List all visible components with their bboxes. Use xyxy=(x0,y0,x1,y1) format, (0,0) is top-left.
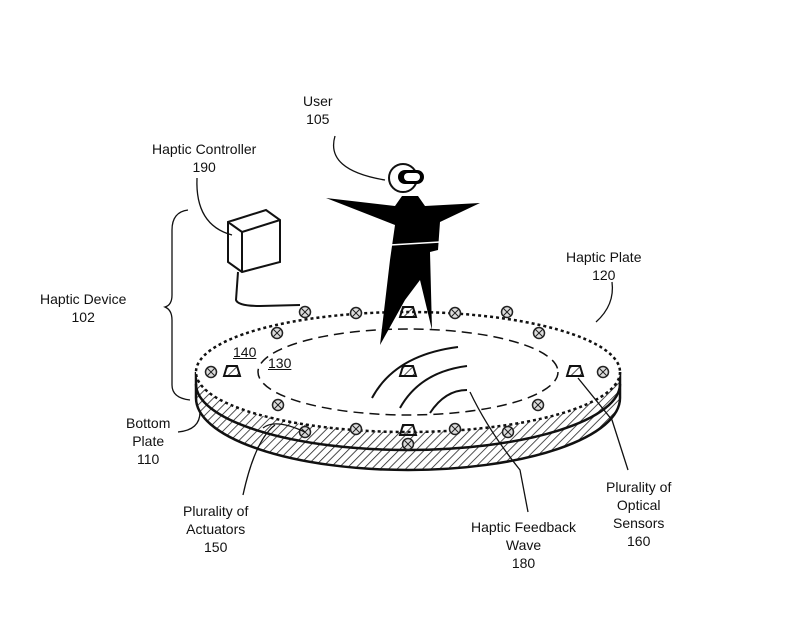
actuators-label-line1: Plurality of xyxy=(183,503,249,519)
device-label-name: Haptic Device xyxy=(40,291,127,307)
plate-label-ref: 120 xyxy=(592,267,616,283)
sensors-label-ref: 160 xyxy=(627,533,651,549)
actuators-label-line2: Actuators xyxy=(186,521,246,537)
ref-140: 140 xyxy=(233,344,257,360)
user-label: User 105 xyxy=(303,92,333,128)
inner-region xyxy=(257,328,559,416)
controller-label-ref: 190 xyxy=(192,159,216,175)
haptic-feedback-wave xyxy=(371,346,468,414)
ref-130: 130 xyxy=(268,355,292,371)
plate-label: Haptic Plate 120 xyxy=(566,248,641,284)
controller-label-name: Haptic Controller xyxy=(152,141,257,157)
device-label: Haptic Device 102 xyxy=(40,290,126,326)
user-figure xyxy=(326,163,480,345)
wave-label-line2: Wave xyxy=(505,537,542,553)
sensors-label-line3: Sensors xyxy=(613,515,665,531)
wave-label-ref: 180 xyxy=(511,555,536,571)
user-label-name: User xyxy=(303,93,333,109)
sensors-label-line1: Plurality of xyxy=(606,479,672,495)
haptic-controller-box xyxy=(227,208,281,274)
controller-cable xyxy=(234,271,301,308)
bottom-label-ref: 110 xyxy=(137,451,160,467)
sensors-label-line2: Optical xyxy=(616,497,661,513)
device-label-ref: 102 xyxy=(71,309,95,325)
bottom-label-line1: Bottom xyxy=(126,415,171,431)
actuators-label: Plurality of Actuators 150 xyxy=(183,502,248,556)
leader-lines xyxy=(163,135,629,513)
user-label-ref: 105 xyxy=(306,111,330,127)
controller-label: Haptic Controller 190 xyxy=(152,140,256,176)
plate-label-name: Haptic Plate xyxy=(566,249,642,265)
bottom-label-line2: Plate xyxy=(132,433,165,449)
wave-label-line1: Haptic Feedback xyxy=(471,519,577,535)
actuators-label-ref: 150 xyxy=(204,539,228,555)
